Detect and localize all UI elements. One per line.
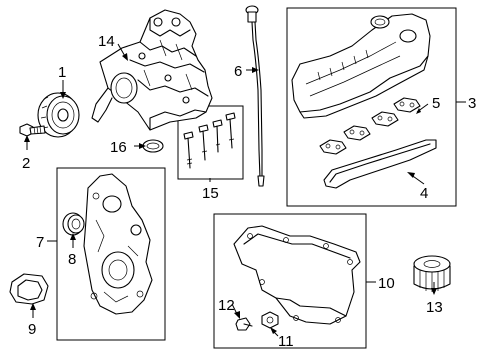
- drain-plug: [261, 311, 279, 329]
- bolt-set: [183, 112, 236, 169]
- oil-pan-group-frame: [213, 213, 367, 349]
- dipstick: [245, 5, 265, 187]
- callout-7: 7: [36, 234, 44, 251]
- pulley-bolt: [19, 123, 46, 137]
- timing-cover: [83, 173, 153, 315]
- leader-lines: [24, 43, 466, 337]
- callout-8: 8: [68, 251, 76, 268]
- engine-block: [91, 9, 213, 131]
- callout-6: 6: [234, 63, 242, 80]
- crankshaft-pulley: [37, 92, 80, 138]
- gasket-ring: [9, 273, 49, 305]
- timing-cover-group-frame: [56, 167, 166, 341]
- plug-seals: [319, 97, 421, 155]
- callout-labels: 1 2 3 4 5 6 7 8 9 10 11 12 13 14 15 16: [22, 33, 476, 350]
- valve-cover-gasket: [323, 139, 437, 189]
- callout-13: 13: [426, 299, 443, 316]
- callout-9: 9: [28, 321, 36, 338]
- front-seal: [62, 212, 85, 236]
- callout-16: 16: [110, 139, 127, 156]
- callout-12: 12: [218, 297, 235, 314]
- callout-2: 2: [22, 155, 30, 172]
- callout-4: 4: [420, 185, 428, 202]
- callout-15: 15: [202, 185, 219, 202]
- valve-cover: [291, 13, 431, 119]
- pan-bolt: [235, 317, 253, 331]
- callout-10: 10: [378, 275, 395, 292]
- callout-3: 3: [468, 95, 476, 112]
- callout-11: 11: [278, 333, 294, 350]
- callout-5: 5: [432, 95, 440, 112]
- callout-14: 14: [98, 33, 115, 50]
- callout-1: 1: [58, 64, 66, 81]
- valve-cover-group-frame: [286, 7, 457, 207]
- oil-filter: [413, 255, 451, 292]
- oil-pan: [233, 225, 361, 325]
